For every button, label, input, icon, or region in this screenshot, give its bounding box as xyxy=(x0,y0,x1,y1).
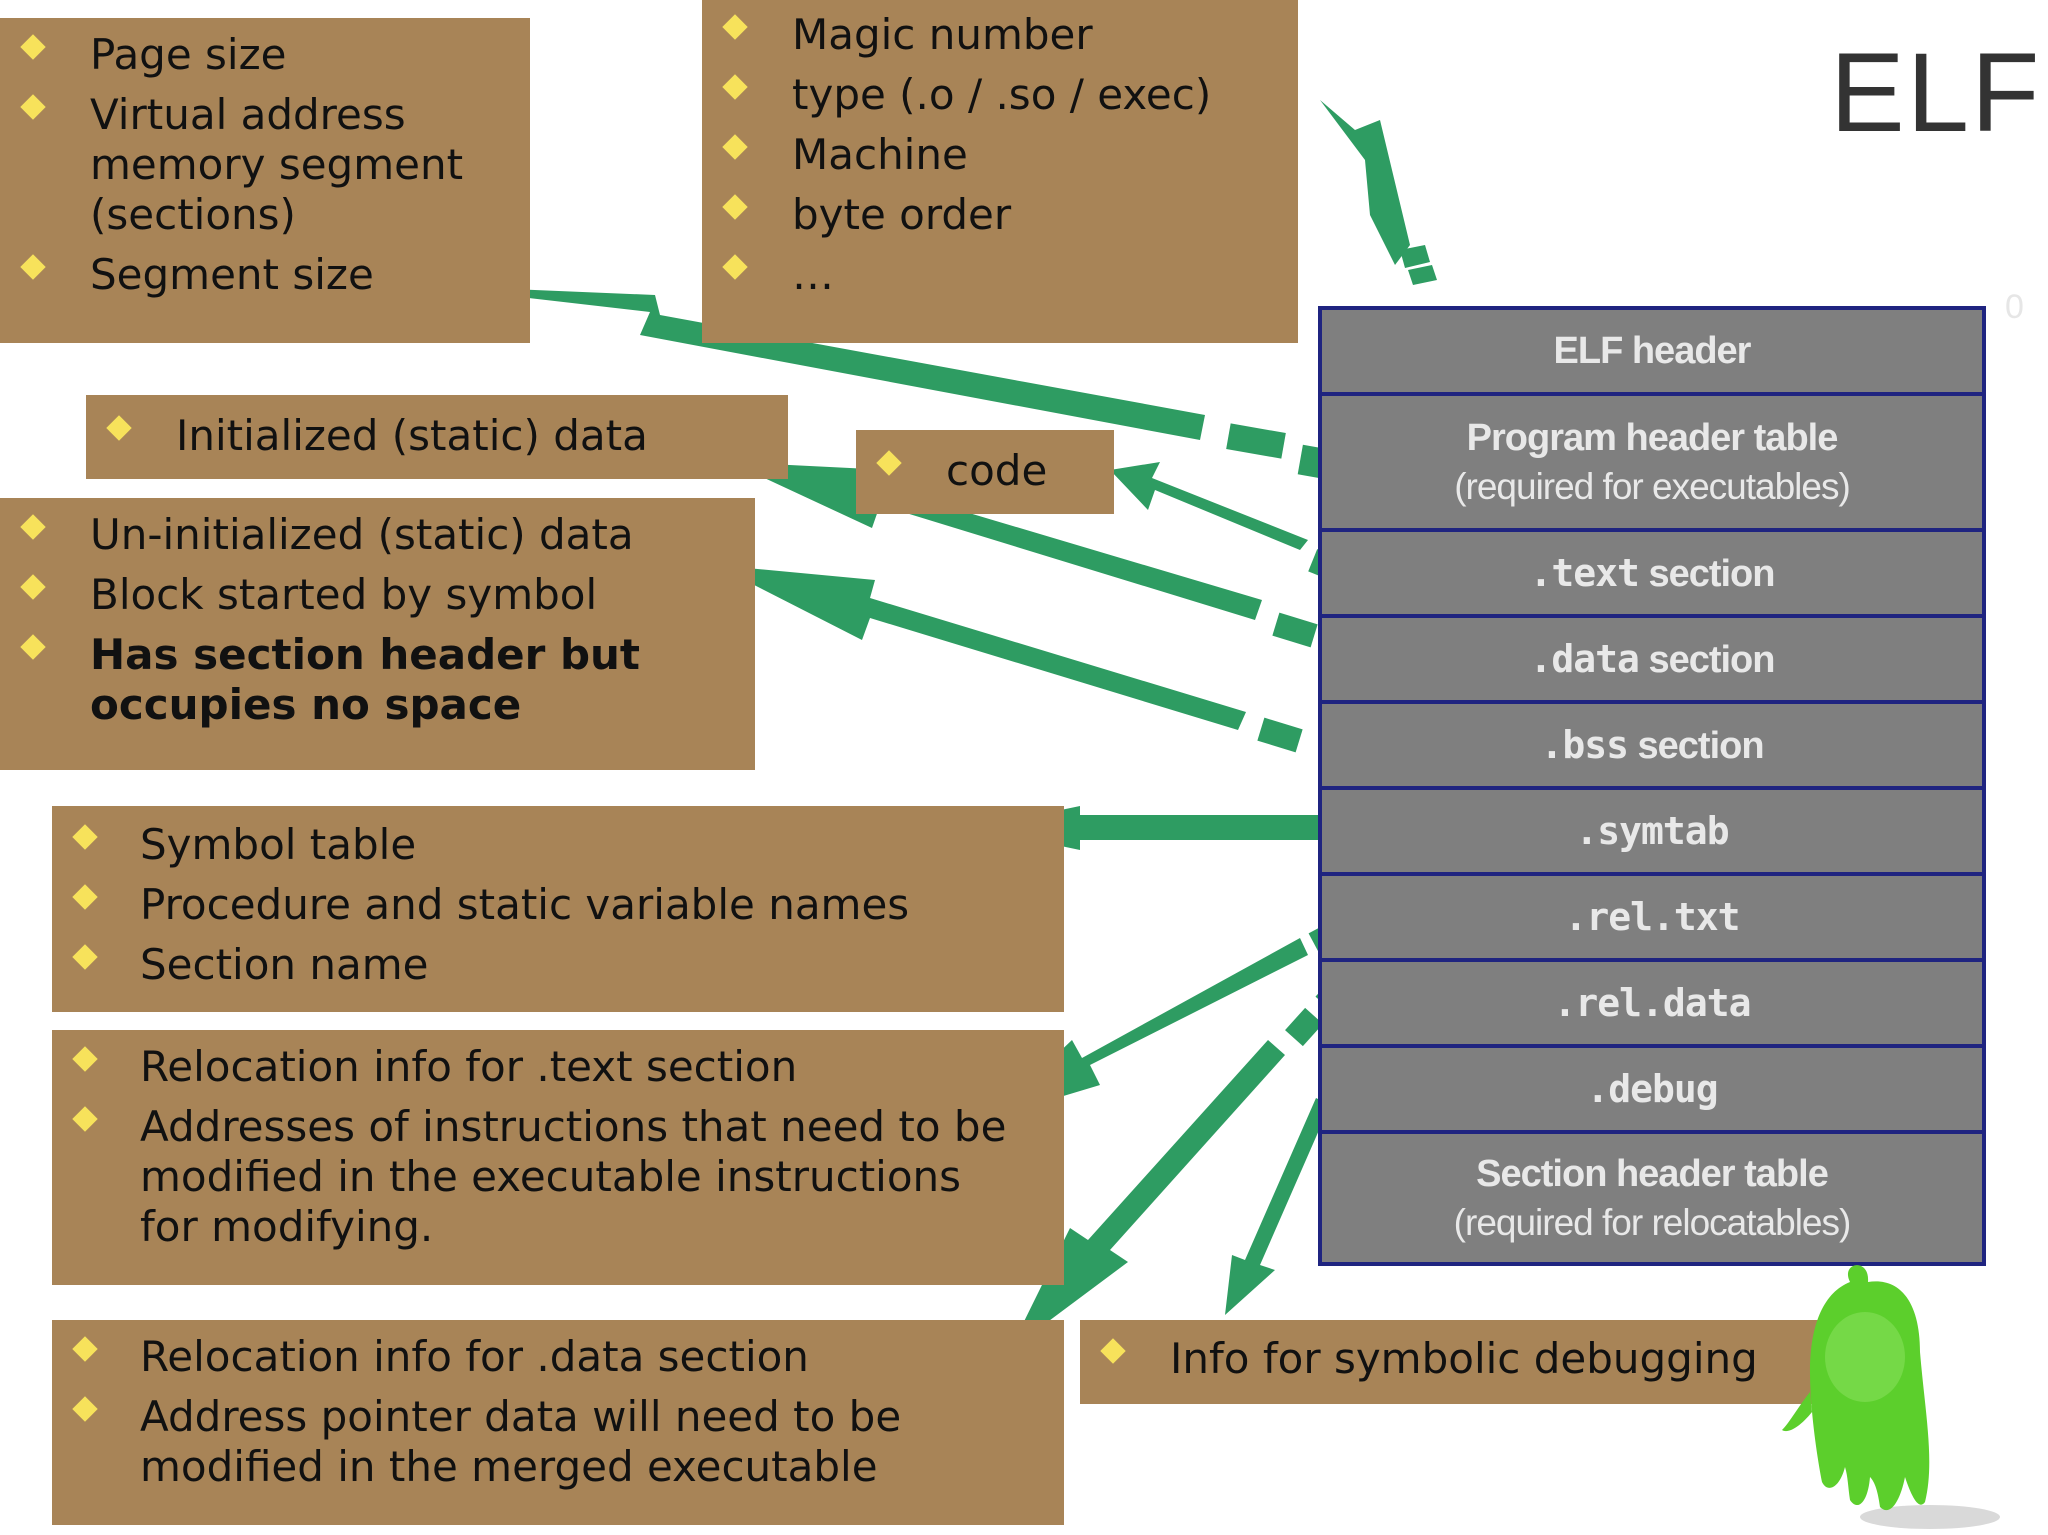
list-item: Has section header but occupies no space xyxy=(0,630,755,730)
diamond-bullet-icon xyxy=(722,14,748,40)
list-item: Relocation info for .data section xyxy=(52,1332,1064,1382)
arrow-elf-header-dash1 xyxy=(1400,245,1430,268)
arrow-symtab-shaft xyxy=(1080,815,1330,840)
list-item: Section name xyxy=(52,940,1064,990)
diamond-bullet-icon xyxy=(20,254,46,280)
diamond-bullet-icon xyxy=(72,884,98,910)
list-item: … xyxy=(702,250,1298,300)
row-rel-data: .rel.data xyxy=(1322,962,1982,1048)
diamond-bullet-icon xyxy=(72,1396,98,1422)
row-data-section: .data section xyxy=(1322,618,1982,704)
row-text-section: .text section xyxy=(1322,532,1982,618)
list-item: Initialized (static) data xyxy=(86,411,788,461)
arrow-program-header xyxy=(415,285,1205,440)
arrow-bss-dash1 xyxy=(1257,717,1303,753)
row-bss-section: .bss section xyxy=(1322,704,1982,790)
row-debug: .debug xyxy=(1322,1048,1982,1134)
diamond-bullet-icon xyxy=(72,824,98,850)
arrow-rel-data-dash1 xyxy=(1285,1007,1323,1047)
list-item: Virtual address memory segment (sections… xyxy=(0,90,530,240)
arrow-debug xyxy=(1225,1098,1330,1315)
arrow-elf-header-dash2 xyxy=(1408,265,1437,285)
arrow-program-header-dash1 xyxy=(1226,423,1286,459)
diamond-bullet-icon xyxy=(722,254,748,280)
diamond-bullet-icon xyxy=(106,415,132,441)
row-elf-header: ELF header xyxy=(1322,310,1982,396)
debug-info-box: Info for symbolic debugging xyxy=(1080,1320,1868,1404)
diamond-bullet-icon xyxy=(722,194,748,220)
diamond-bullet-icon xyxy=(20,514,46,540)
list-item: type (.o / .so / exec) xyxy=(702,70,1298,120)
diamond-bullet-icon xyxy=(20,34,46,60)
arrow-elf-header xyxy=(1320,100,1410,265)
row-rel-txt: .rel.txt xyxy=(1322,876,1982,962)
diamond-bullet-icon xyxy=(72,1106,98,1132)
diamond-bullet-icon xyxy=(1100,1338,1126,1364)
arrow-data-dash1 xyxy=(1272,612,1318,648)
data-info-box: Initialized (static) data xyxy=(86,395,788,479)
symtab-info-box: Symbol table Procedure and static variab… xyxy=(52,806,1064,1012)
diamond-bullet-icon xyxy=(72,944,98,970)
row-section-header-table: Section header table (required for reloc… xyxy=(1453,1152,1852,1243)
diamond-bullet-icon xyxy=(72,1046,98,1072)
list-item: Address pointer data will need to be mod… xyxy=(52,1392,1064,1492)
list-item: Block started by symbol xyxy=(0,570,755,620)
bss-info-box: Un-initialized (static) data Block start… xyxy=(0,498,755,770)
program-header-info-box: Page size Virtual address memory segment… xyxy=(0,18,530,343)
diamond-bullet-icon xyxy=(20,574,46,600)
corner-mark: 0 xyxy=(2005,288,2024,326)
rel-data-info-box: Relocation info for .data section Addres… xyxy=(52,1320,1064,1525)
list-item: code xyxy=(856,446,1114,496)
diamond-bullet-icon xyxy=(20,634,46,660)
diamond-bullet-icon xyxy=(20,94,46,120)
list-item: Relocation info for .text section xyxy=(52,1042,1064,1092)
arrow-rel-data xyxy=(1010,1040,1285,1350)
elf-layout-table: ELF header Program header table (require… xyxy=(1318,306,1986,1266)
list-item: Procedure and static variable names xyxy=(52,880,1064,930)
list-item: Machine xyxy=(702,130,1298,180)
arrow-text xyxy=(1110,462,1308,550)
list-item: Un-initialized (static) data xyxy=(0,510,755,560)
list-item: Addresses of instructions that need to b… xyxy=(52,1102,1064,1252)
rel-text-info-box: Relocation info for .text section Addres… xyxy=(52,1030,1064,1285)
list-item: Magic number xyxy=(702,10,1298,60)
row-program-header-table: Program header table (required for execu… xyxy=(1322,396,1982,532)
arrow-bss xyxy=(715,565,1246,730)
code-info-box: code xyxy=(856,430,1114,514)
elf-header-info-box: Magic number type (.o / .so / exec) Mach… xyxy=(702,0,1298,343)
row-symtab: .symtab xyxy=(1322,790,1982,876)
list-item: Segment size xyxy=(0,250,530,300)
list-item: Info for symbolic debugging xyxy=(1080,1334,1868,1384)
diamond-bullet-icon xyxy=(72,1336,98,1362)
page-title: ELF xyxy=(1830,30,2042,155)
diamond-bullet-icon xyxy=(722,134,748,160)
arrow-rel-text xyxy=(990,938,1308,1118)
list-item: Symbol table xyxy=(52,820,1064,870)
list-item: Page size xyxy=(0,30,530,80)
alien-mascot-icon xyxy=(1782,1265,2000,1529)
list-item: byte order xyxy=(702,190,1298,240)
diamond-bullet-icon xyxy=(722,74,748,100)
diamond-bullet-icon xyxy=(876,450,902,476)
